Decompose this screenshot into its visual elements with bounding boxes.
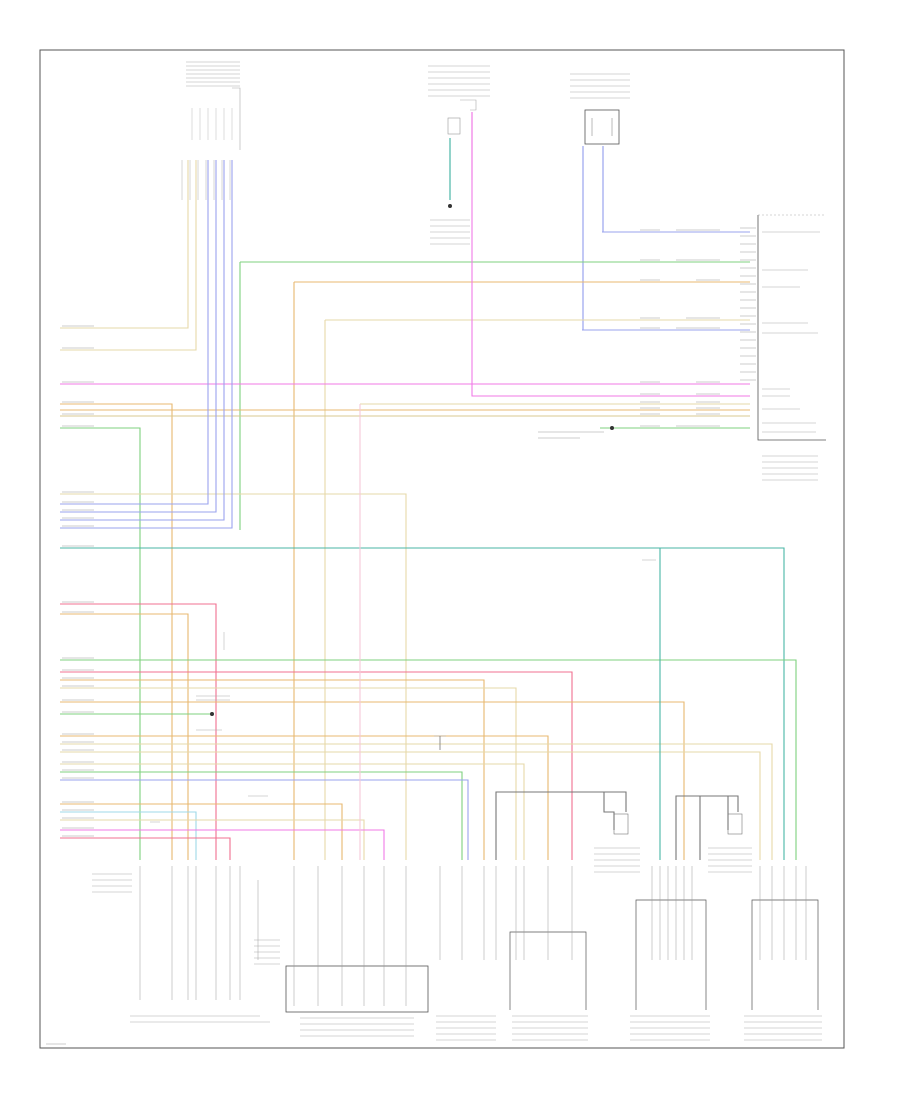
bottom-module-6 bbox=[744, 866, 822, 1041]
bottom-sensor-2 bbox=[708, 813, 752, 873]
ground-splice-dot bbox=[610, 426, 614, 430]
splice-markers bbox=[150, 559, 656, 823]
top-left-connector bbox=[181, 61, 241, 200]
bottom-sensor-1 bbox=[594, 813, 640, 873]
bottom-module-2 bbox=[285, 866, 429, 1037]
top-right-sensor bbox=[570, 73, 630, 330]
bottom-module-4 bbox=[509, 866, 588, 1041]
left-row-labels bbox=[62, 325, 94, 837]
top-center-switch bbox=[428, 65, 490, 245]
bottom-module-3 bbox=[436, 866, 497, 1041]
horizontal-wires bbox=[60, 160, 797, 860]
right-module bbox=[740, 214, 826, 481]
diagram-border bbox=[39, 49, 845, 1049]
ground-bus bbox=[495, 791, 739, 860]
right-row-labels bbox=[538, 229, 720, 439]
bottom-module-5 bbox=[630, 866, 710, 1041]
bottom-module-1 bbox=[92, 866, 280, 1023]
